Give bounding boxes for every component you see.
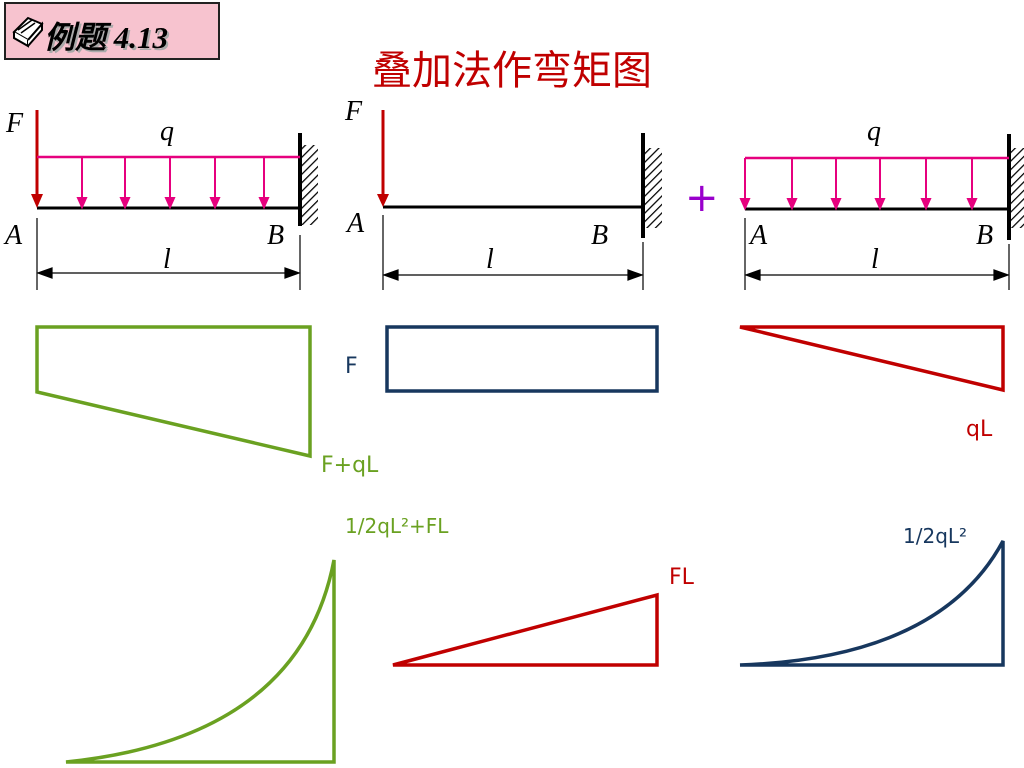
shear-diagram-distributed — [739, 325, 1005, 393]
force-arrow-icon — [377, 110, 389, 207]
force-label: F — [6, 108, 24, 139]
wall-hatch — [302, 145, 318, 225]
shear-value-combined: F+qL — [321, 453, 379, 478]
point-b-label: B — [976, 220, 994, 251]
force-label: F — [345, 96, 363, 127]
badge-text: 例题 4.13 — [44, 20, 168, 55]
point-a-label: A — [5, 220, 23, 251]
load-label: q — [867, 116, 881, 147]
shear-value-point: F — [345, 354, 358, 379]
point-b-label: B — [591, 220, 609, 251]
distributed-load-icon — [37, 155, 300, 210]
moment-value-distributed: 1/2qL² — [903, 524, 968, 548]
length-label: l — [163, 244, 171, 275]
wall-hatch — [1011, 148, 1024, 228]
length-label: l — [871, 244, 879, 275]
example-badge: 例题 4.13 — [4, 2, 220, 60]
plus-operator: + — [685, 175, 719, 221]
beam-point — [377, 110, 662, 290]
dimension-line — [36, 218, 301, 290]
length-label: l — [486, 244, 494, 275]
point-b-label: B — [267, 220, 285, 251]
moment-diagram-distributed — [739, 540, 1005, 667]
point-a-label: A — [750, 220, 768, 251]
page-title: 叠加法作弯矩图 — [372, 48, 652, 94]
moment-diagram-combined — [65, 559, 336, 764]
moment-value-point: FL — [669, 565, 694, 590]
book-icon — [12, 16, 44, 48]
point-a-label: A — [347, 208, 365, 239]
distributed-load-icon — [739, 156, 1009, 211]
shear-diagram-combined — [35, 325, 312, 459]
beam-combined — [31, 110, 318, 290]
wall-hatch — [645, 148, 662, 228]
moment-value-combined: 1/2qL²+FL — [345, 514, 449, 538]
force-arrow-icon — [31, 110, 43, 208]
dimension-line — [744, 218, 1010, 290]
shear-value-distributed: qL — [966, 417, 993, 442]
moment-diagram-point — [392, 592, 659, 667]
shear-diagram-point — [385, 325, 659, 393]
beam-distributed — [739, 134, 1024, 290]
dimension-line — [382, 215, 644, 290]
load-label: q — [160, 116, 174, 147]
